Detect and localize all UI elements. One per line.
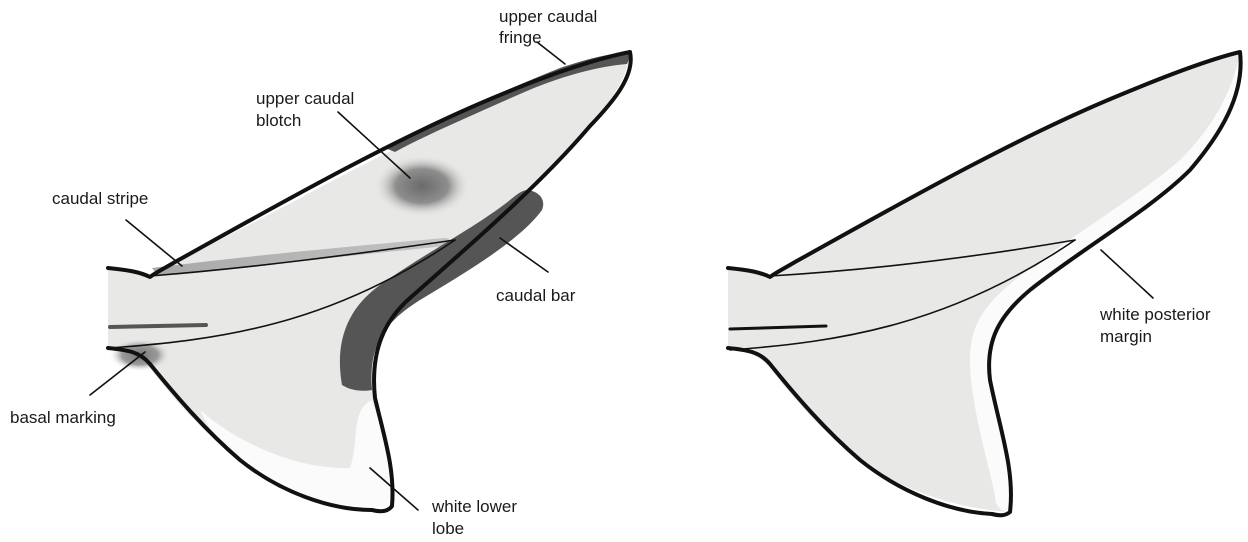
label-upper-caudal-blotch: upper caudal blotch	[256, 89, 359, 130]
upper-caudal-blotch-mark	[374, 155, 470, 217]
label-basal-marking-line1: basal marking	[10, 408, 116, 427]
leader-white-posterior-margin	[1101, 250, 1153, 298]
label-white-lower-lobe-line1: white lower	[431, 497, 517, 516]
left-base-dash	[110, 325, 206, 327]
label-upper-caudal-blotch-line2: blotch	[256, 111, 301, 130]
leader-caudal-stripe	[126, 220, 182, 266]
label-basal-marking: basal marking	[10, 408, 116, 427]
label-white-lower-lobe-line2: lobe	[432, 519, 464, 538]
label-white-posterior-margin-line1: white posterior	[1099, 305, 1211, 324]
label-upper-caudal-fringe: upper caudal fringe	[499, 7, 602, 47]
label-upper-caudal-blotch-line1: upper caudal	[256, 89, 354, 108]
left-caudal-fin: upper caudal fringe upper caudal blotch …	[10, 7, 631, 538]
label-caudal-bar-line1: caudal bar	[496, 286, 576, 305]
label-white-posterior-margin-line2: margin	[1100, 327, 1152, 346]
leader-caudal-bar	[500, 238, 548, 272]
label-white-lower-lobe: white lower lobe	[431, 497, 522, 538]
right-caudal-fin: white posterior margin	[728, 52, 1241, 515]
label-caudal-stripe: caudal stripe	[52, 189, 148, 208]
label-caudal-bar: caudal bar	[496, 286, 576, 305]
label-white-posterior-margin: white posterior margin	[1099, 305, 1215, 346]
label-upper-caudal-fringe-line1: upper caudal	[499, 7, 597, 26]
label-caudal-stripe-line1: caudal stripe	[52, 189, 148, 208]
label-upper-caudal-fringe-line2: fringe	[499, 28, 542, 47]
